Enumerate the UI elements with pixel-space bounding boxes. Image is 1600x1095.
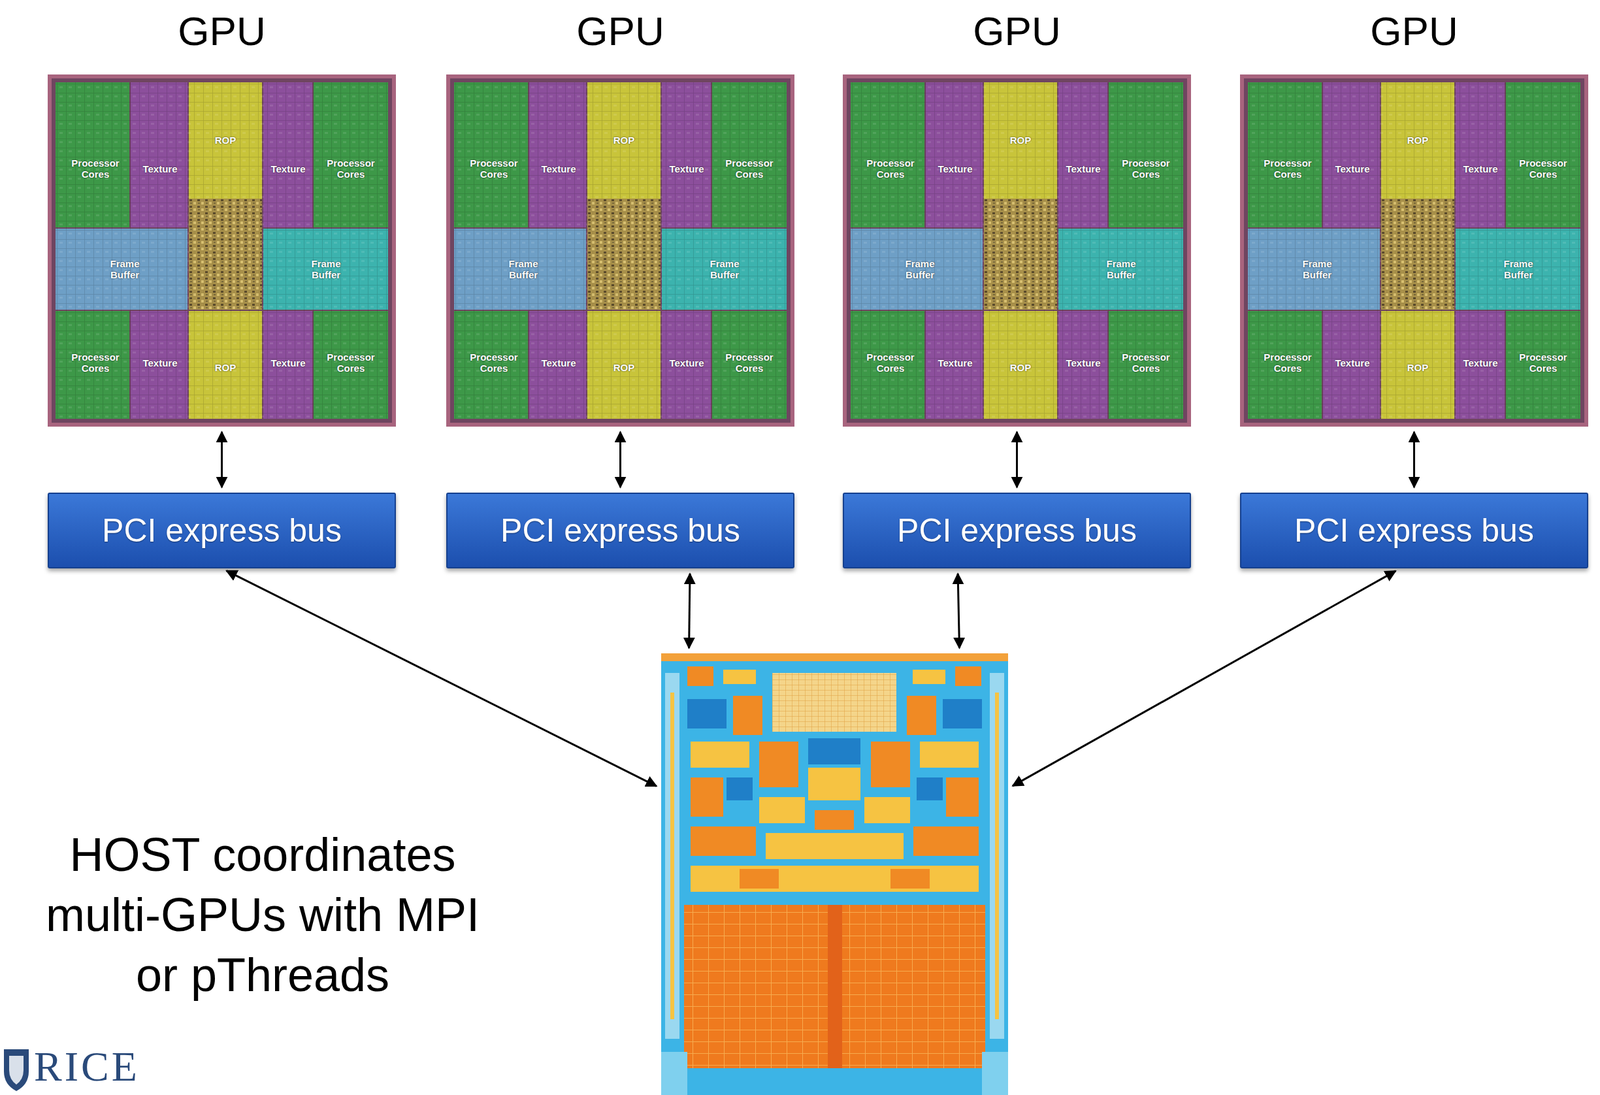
die-block-label: Texture [142, 163, 178, 175]
die-block-label: Processor Cores [1511, 351, 1575, 374]
bus-arrow [619, 431, 622, 488]
gpu-die [842, 74, 1192, 427]
die-block-label: Processor Cores [462, 157, 526, 180]
die-block-label: Processor Cores [319, 157, 383, 180]
die-block-label: Processor Cores [1256, 157, 1320, 180]
die-block-label: ROP [1010, 361, 1032, 374]
gpu-node: GPUProcessor CoresTextureROPTextureProce… [842, 74, 1192, 427]
die-block-label: ROP [214, 361, 237, 374]
die-block-label: Frame Buffer [701, 258, 748, 281]
die-block-label: ROP [1407, 361, 1429, 374]
gpu-heading: GPU [1240, 6, 1589, 57]
die-block-label: Processor Cores [718, 157, 781, 180]
host-cpu-node: HOST coordinates multi-GPUs with MPI or … [661, 653, 1009, 1095]
logo-text: RICE [33, 1042, 140, 1092]
die-block-label: Processor Cores [859, 351, 922, 374]
die-block-label: Processor Cores [1256, 351, 1320, 374]
die-block-label: ROP [1407, 134, 1429, 146]
die-block-label: Texture [1462, 357, 1498, 369]
bus-arrow [1015, 431, 1018, 488]
die-block-label: Processor Cores [1511, 157, 1575, 180]
gpu-heading: GPU [446, 6, 795, 57]
bus-label: PCI express bus [897, 510, 1137, 551]
die-block-label: Frame Buffer [500, 258, 547, 281]
bus-arrow [689, 573, 690, 649]
die-block-label: Processor Cores [718, 351, 781, 374]
die-block-label: Texture [142, 357, 178, 369]
die-block-label: Texture [1462, 163, 1498, 175]
die-block-label: Frame Buffer [897, 258, 943, 281]
die-block-label: ROP [613, 361, 636, 374]
die-block-label: Texture [1334, 357, 1370, 369]
cpu-die [661, 653, 1009, 1095]
die-block-label: Texture [669, 163, 704, 175]
die-block-label: Frame Buffer [1294, 258, 1340, 281]
die-block-label: Texture [937, 163, 973, 175]
die-block-label: Texture [669, 357, 704, 369]
gpu-die [446, 74, 795, 427]
die-block-label: Frame Buffer [1495, 258, 1542, 281]
die-block-label: Frame Buffer [1098, 258, 1144, 281]
bus-arrow [957, 573, 960, 649]
gpu-heading: GPU [47, 6, 396, 57]
die-block-label: Texture [540, 163, 576, 175]
die-block-label: Processor Cores [64, 351, 127, 374]
die-block-label: Texture [270, 357, 306, 369]
die-block-label: Frame Buffer [101, 258, 148, 281]
bus-box: PCI express bus [842, 492, 1192, 569]
die-block-label: ROP [613, 134, 636, 146]
gpu-node: GPUProcessor CoresTextureROPTextureProce… [446, 74, 795, 427]
bus-arrow [1012, 571, 1396, 786]
bus-box: PCI express bus [446, 492, 795, 569]
die-block-label: ROP [214, 134, 237, 146]
gpu-node: GPUProcessor CoresTextureROPTextureProce… [1240, 74, 1589, 427]
host-caption: HOST coordinates multi-GPUs with MPI or … [40, 824, 485, 1005]
die-block-label: Texture [540, 357, 576, 369]
die-block-label: Processor Cores [462, 351, 526, 374]
die-block-label: Texture [270, 163, 306, 175]
die-block-label: Frame Buffer [303, 258, 349, 281]
die-block-label: Texture [937, 357, 973, 369]
die-block-label: Processor Cores [64, 157, 127, 180]
bus-arrow [226, 571, 657, 787]
die-block-label: Texture [1065, 357, 1101, 369]
bus-box: PCI express bus [47, 492, 396, 569]
bus-label: PCI express bus [1294, 510, 1535, 551]
bus-label: PCI express bus [500, 510, 741, 551]
die-block-label: ROP [1010, 134, 1032, 146]
die-block-label: Processor Cores [1114, 157, 1178, 180]
gpu-node: GPUProcessor CoresTextureROPTextureProce… [47, 74, 396, 427]
die-block-label: Processor Cores [1114, 351, 1178, 374]
bus-arrow [220, 431, 223, 488]
die-block-label: Processor Cores [319, 351, 383, 374]
die-block-label: Texture [1334, 163, 1370, 175]
gpu-die [1240, 74, 1589, 427]
bus-box: PCI express bus [1240, 492, 1589, 569]
die-block-label: Texture [1065, 163, 1101, 175]
bus-arrow [1413, 431, 1416, 488]
logo-shield [3, 1049, 29, 1092]
gpu-die [47, 74, 396, 427]
gpu-heading: GPU [842, 6, 1192, 57]
die-block-label: Processor Cores [859, 157, 922, 180]
bus-label: PCI express bus [101, 510, 342, 551]
